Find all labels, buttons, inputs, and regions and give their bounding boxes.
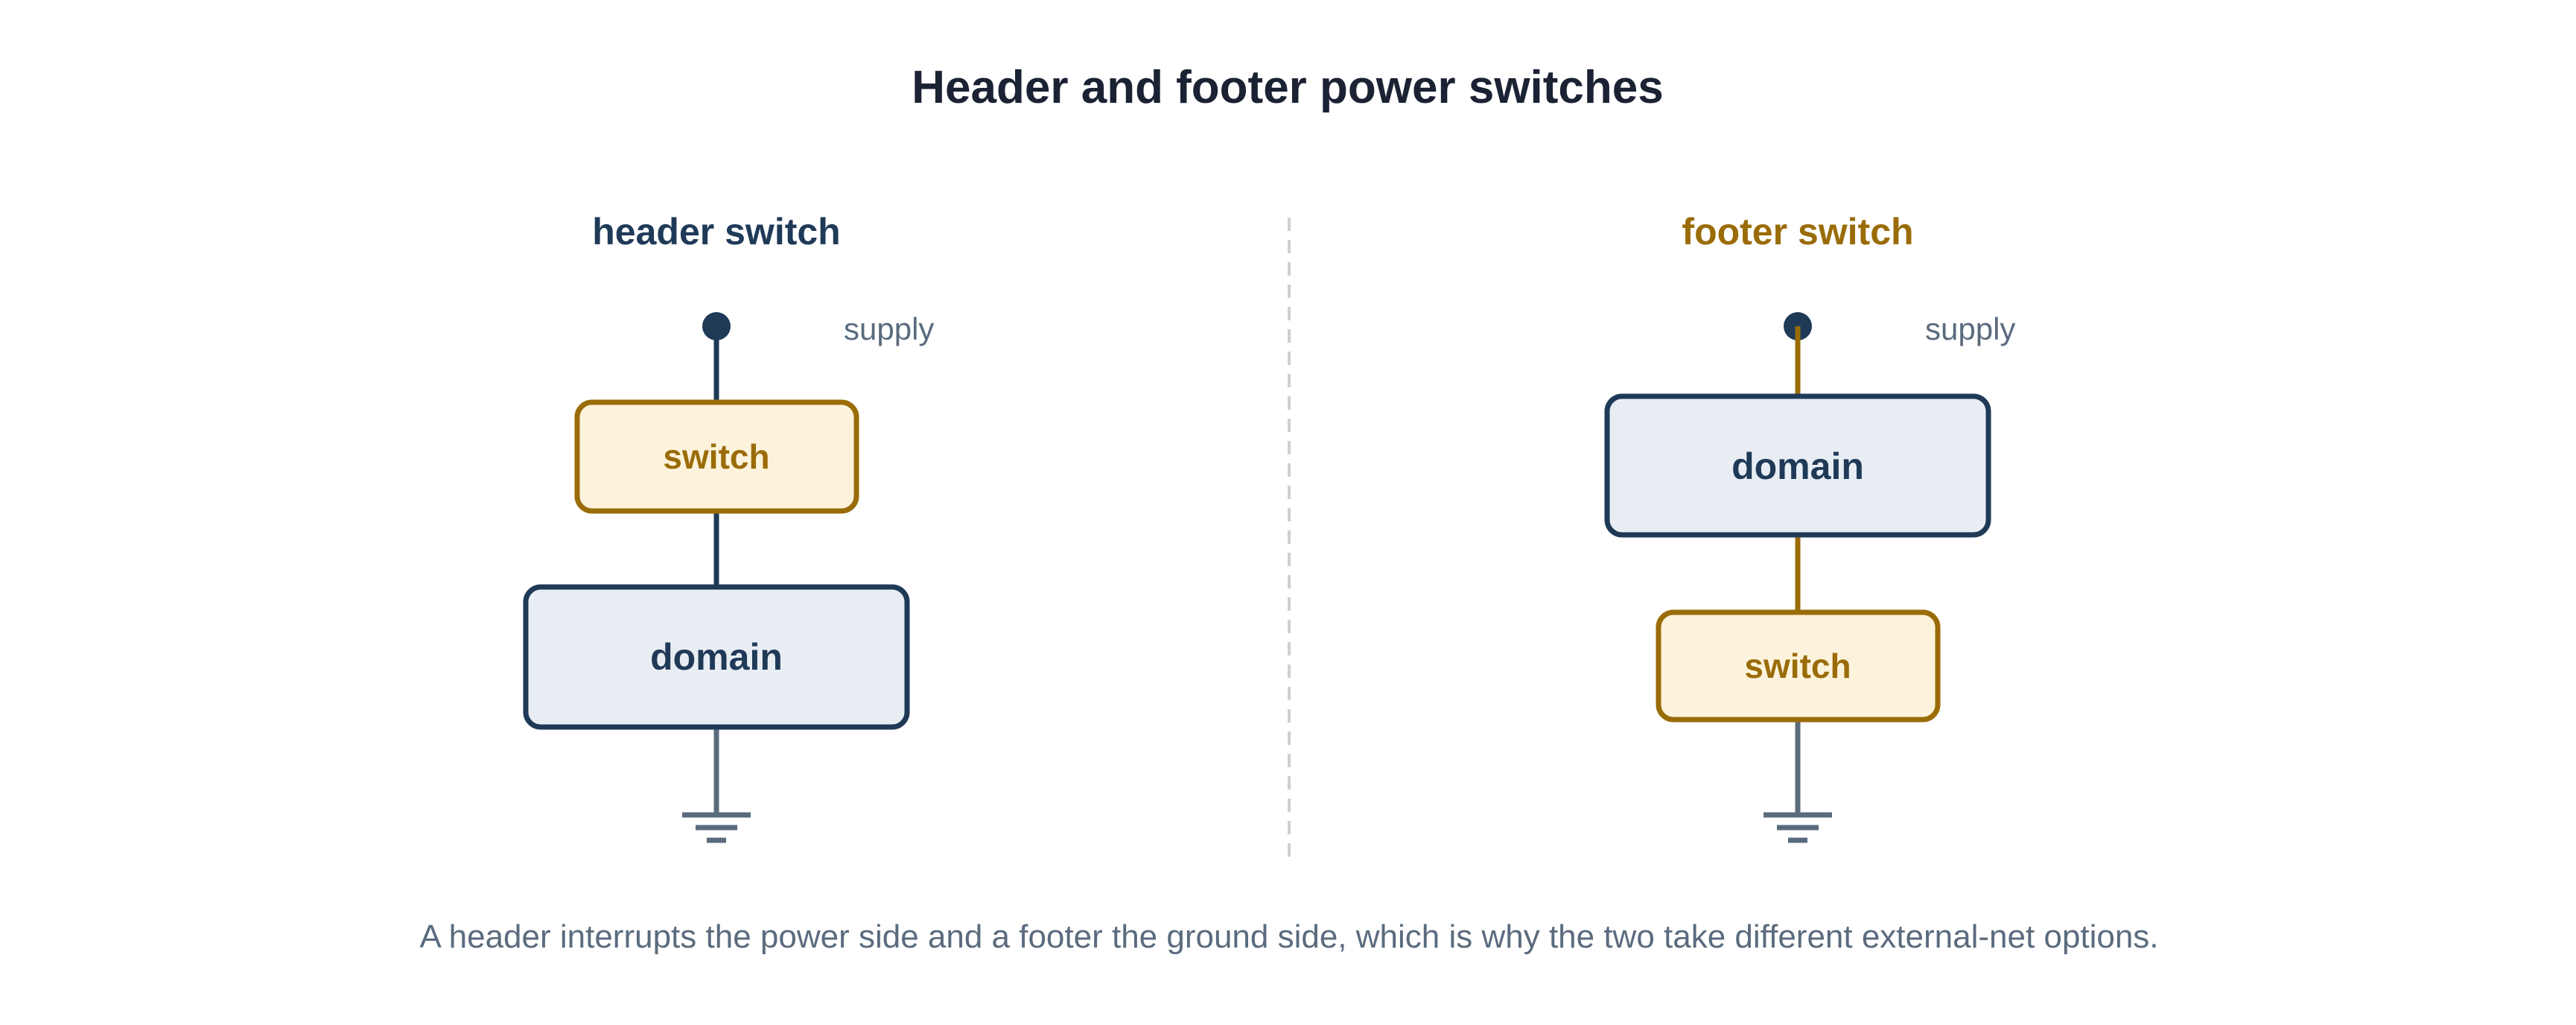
footer-switch-panel: footer switch supply domain switch xyxy=(1604,211,2015,843)
diagram-title: Header and footer power switches xyxy=(912,62,1663,113)
footer-supply-label: supply xyxy=(1925,311,2015,346)
footer-switch-label: switch xyxy=(1744,647,1851,685)
footer-panel-title: footer switch xyxy=(1682,211,1913,253)
footer-domain-label: domain xyxy=(1731,445,1864,487)
footer-domain-box xyxy=(1604,393,1991,538)
header-switch-panel: header switch supply switch domain xyxy=(523,211,934,843)
footer-switch-box xyxy=(1656,609,1941,723)
header-ground-icon xyxy=(682,812,751,843)
header-switch-box xyxy=(574,399,859,514)
header-domain-label: domain xyxy=(650,636,783,678)
diagram-caption: A header interrupts the power side and a… xyxy=(419,918,2158,955)
header-supply-node xyxy=(702,312,731,340)
header-domain-box xyxy=(523,584,910,730)
header-panel-title: header switch xyxy=(592,211,840,253)
header-supply-label: supply xyxy=(844,311,934,346)
footer-ground-icon xyxy=(1764,812,1832,843)
header-switch-label: switch xyxy=(663,437,769,476)
